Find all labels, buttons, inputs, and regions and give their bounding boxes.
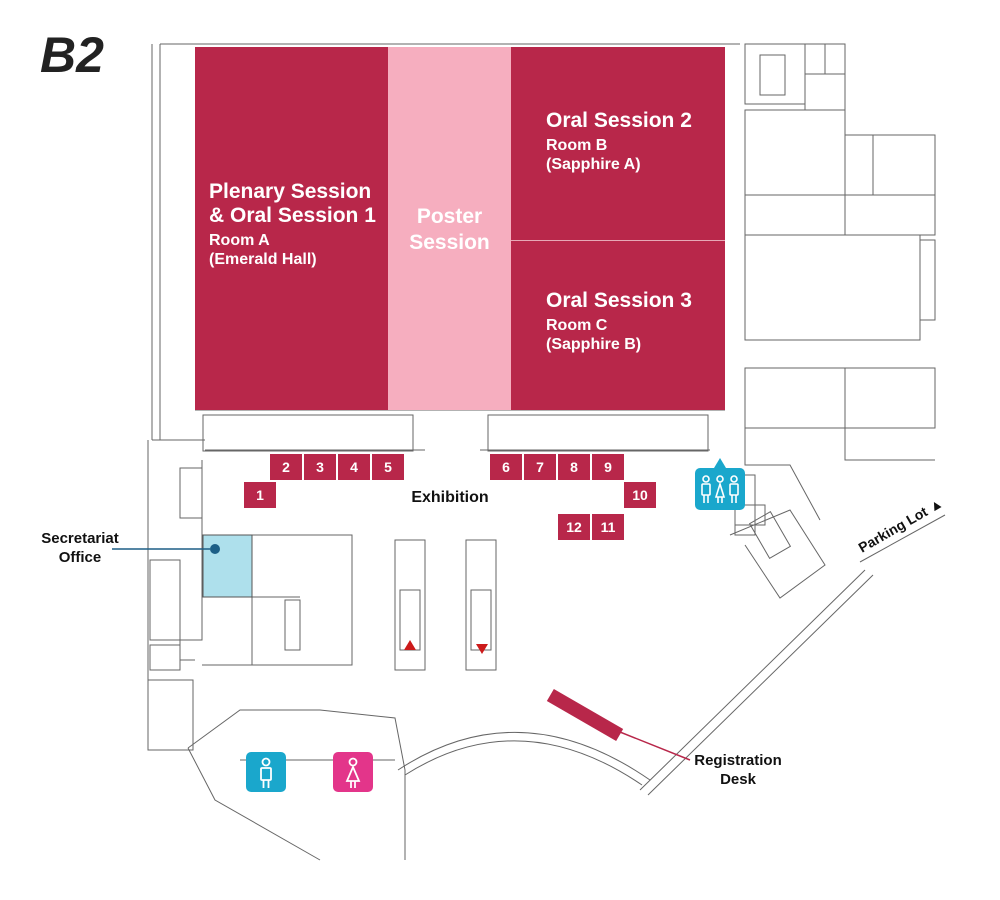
female-restroom-icon (333, 752, 373, 792)
room-a-title-line-1: Plenary Session (209, 180, 372, 203)
room-a (195, 47, 388, 410)
poster-title-line-1: Poster (416, 205, 483, 228)
escalator-up-icon (404, 640, 416, 650)
booth-9: 9 (592, 454, 624, 480)
booth-2: 2 (270, 454, 302, 480)
room-b (511, 47, 725, 240)
registration-callout: Registration Desk (678, 752, 798, 790)
room-c-title: Oral Session 3 (546, 289, 692, 312)
secretariat-office (202, 534, 253, 598)
booth-10: 10 (624, 482, 656, 508)
room-b-subtitle-line-2: (Sapphire A) (546, 155, 641, 173)
poster-title-line-2: Session (409, 230, 490, 254)
exhibition-label: Exhibition (411, 489, 489, 506)
parking-lot-label: Parking Lot ▲ (856, 494, 946, 555)
room-c (511, 241, 725, 410)
escalator-down-icon (476, 644, 488, 654)
registration-label-line-2: Desk (720, 770, 756, 788)
male-restroom-icon (246, 752, 286, 792)
booth-7: 7 (524, 454, 556, 480)
room-c-subtitle-line-1: Room C (546, 317, 608, 335)
booth-4: 4 (338, 454, 370, 480)
room-b-subtitle-line-1: Room B (546, 137, 608, 155)
secretariat-label-line-1: Secretariat (41, 530, 119, 547)
room-c-subtitle-line-2: (Sapphire B) (546, 335, 642, 353)
poster-session-area (388, 47, 511, 410)
secretariat-callout: Secretariat Office (30, 530, 130, 568)
booth-6: 6 (490, 454, 522, 480)
secretariat-label-line-2: Office (58, 548, 102, 566)
room-a-label: Plenary Session & Oral Session 1 Room A … (209, 180, 376, 269)
registration-leader (609, 727, 691, 761)
floor-label: B2 (40, 27, 104, 83)
booth-5: 5 (372, 454, 404, 480)
registration-desk (546, 688, 624, 742)
booth-11: 11 (592, 514, 624, 540)
booth-12: 12 (558, 514, 590, 540)
wall-lines (147, 43, 946, 861)
elevator-icon (695, 458, 745, 510)
poster-session-label: Poster Session (388, 204, 511, 255)
booth-3: 3 (304, 454, 336, 480)
registration-label-line-1: Registration (694, 752, 782, 769)
booth-8: 8 (558, 454, 590, 480)
room-a-subtitle-line-2: (Emerald Hall) (209, 250, 317, 268)
room-b-title: Oral Session 2 (546, 109, 692, 132)
room-b-label: Oral Session 2 Room B (Sapphire A) (546, 109, 692, 174)
room-a-title-line-2: & Oral Session 1 (209, 204, 376, 228)
secretariat-pin (210, 544, 220, 554)
booth-1: 1 (244, 482, 276, 508)
room-c-label: Oral Session 3 Room C (Sapphire B) (546, 289, 692, 354)
room-a-subtitle-line-1: Room A (209, 232, 270, 250)
